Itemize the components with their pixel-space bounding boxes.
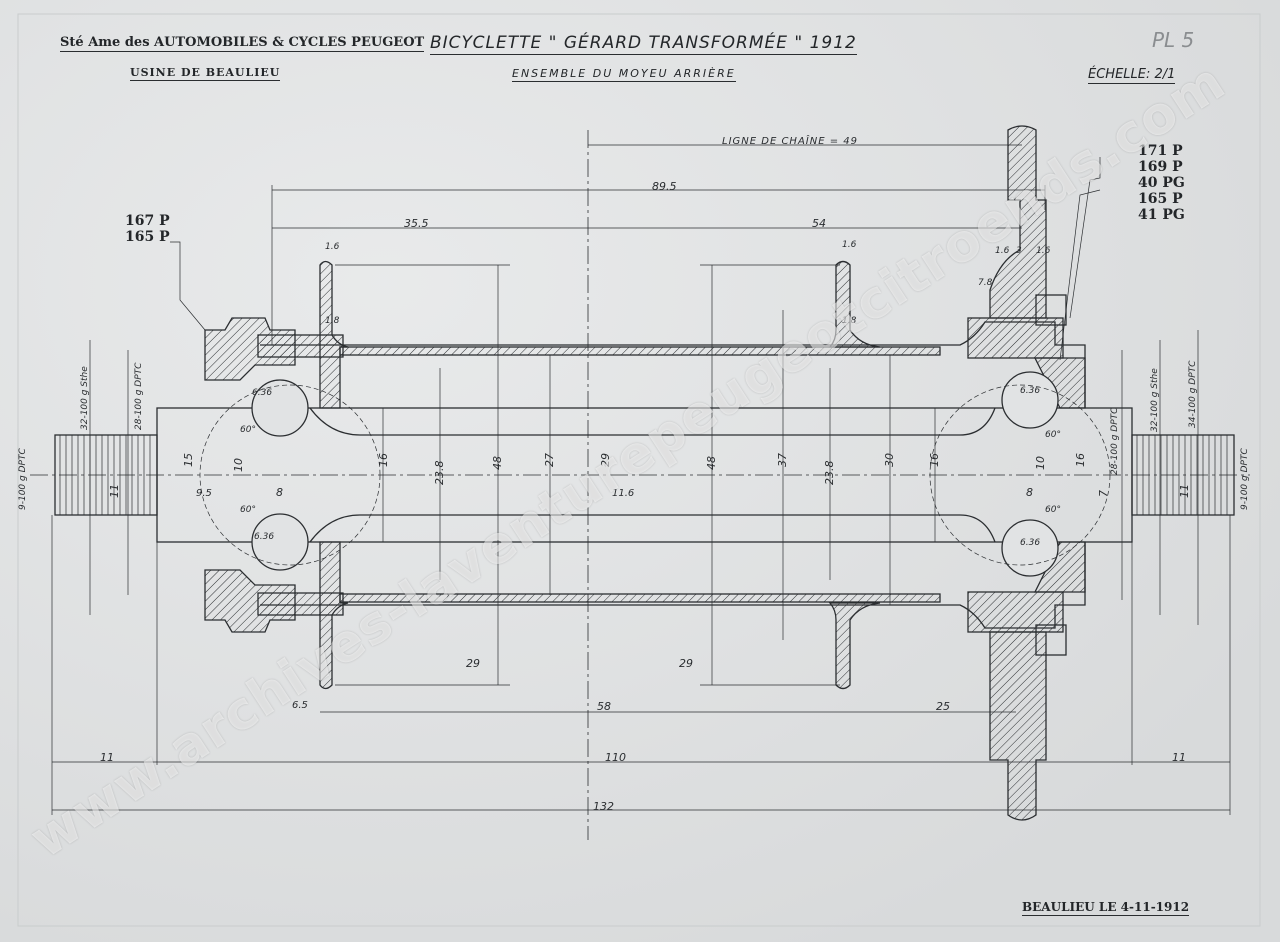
thread-spec: 9-100 g DPTC	[1240, 448, 1250, 510]
part-refs-right: 171 P 169 P 40 PG 165 P 41 PG	[1138, 143, 1185, 223]
ball-size: 6.36	[252, 388, 273, 398]
dim-10: 10	[1034, 456, 1047, 470]
sprocket-top	[989, 125, 1047, 319]
dim-1-6: 1.6	[995, 246, 1010, 256]
dim-58: 58	[597, 700, 611, 713]
dim-15: 15	[182, 453, 195, 467]
ball-right-top	[1001, 371, 1059, 429]
dim-3: 3	[1016, 246, 1022, 256]
dim-29: 29	[679, 657, 693, 670]
angle-label: 60°	[240, 505, 256, 515]
dim-7: 7	[1097, 490, 1110, 497]
dim-37: 37	[776, 453, 789, 467]
sheet-border	[17, 13, 1261, 927]
dim-16: 16	[928, 453, 941, 467]
cup-left-top	[204, 317, 296, 381]
ball-size: 6.36	[1020, 386, 1041, 396]
dim-110: 110	[605, 751, 626, 764]
ball-left-top	[251, 379, 309, 437]
thread-spec: 32-100 g Sthe	[80, 366, 90, 430]
part-ref: 171 P	[1138, 143, 1183, 159]
sheet-reference: PL 5	[1152, 28, 1195, 52]
dim-89-5: 89.5	[652, 180, 677, 193]
dim-1-8: 1.8	[325, 316, 340, 326]
dim-23-8: 23.8	[433, 460, 446, 486]
part-ref: 165 P	[125, 229, 170, 245]
dim-16: 16	[377, 453, 390, 467]
place-and-date: BEAULIEU LE 4-11-1912	[1022, 900, 1190, 916]
thread-spec: 32-100 g Sthe	[1150, 368, 1160, 432]
thread-spec: 28-100 g DPTC	[134, 362, 144, 430]
company-name: Sté Ame des AUTOMOBILES & CYCLES PEUGEOT	[60, 35, 425, 52]
part-ref: 165 P	[1138, 191, 1183, 207]
dim-9-5: 9.5	[196, 488, 212, 499]
dim-48: 48	[491, 456, 504, 470]
angle-label: 60°	[240, 425, 256, 435]
dim-11: 11	[1178, 484, 1191, 498]
dim-8: 8	[1026, 486, 1033, 499]
drawing-scale: ÉCHELLE: 2/1	[1088, 67, 1176, 84]
bore-bottom	[309, 514, 996, 543]
dim-1-6: 1.6	[842, 240, 857, 250]
thread-spec: 9-100 g DPTC	[18, 448, 28, 510]
dim-11: 11	[100, 751, 114, 764]
dim-1-8: 1.8	[842, 316, 857, 326]
dim-27: 27	[543, 453, 556, 467]
part-refs-left: 167 P 165 P	[125, 213, 170, 245]
bore-top	[309, 407, 996, 436]
angle-label: 60°	[1045, 430, 1061, 440]
dim-1-6: 1.6	[1036, 246, 1051, 256]
thread-spec: 28-100 g DPTC	[1110, 407, 1120, 475]
drawing-subtitle: ENSEMBLE DU MOYEU ARRIÈRE	[512, 67, 736, 82]
dim-132: 132	[593, 800, 614, 813]
ball-size: 6.36	[254, 532, 275, 542]
cup-right-bottom	[967, 591, 1064, 633]
sprocket-bottom	[989, 631, 1047, 821]
part-ref: 169 P	[1138, 159, 1183, 175]
sprocket-screw-bottom	[1035, 624, 1067, 656]
ball-circle-right	[929, 384, 1111, 566]
ball-right-bottom	[1001, 519, 1059, 577]
dim-6-5: 6.5	[292, 700, 308, 711]
dim-54: 54	[812, 217, 826, 230]
ball-circle-left	[199, 384, 381, 566]
cup-left-bottom	[204, 569, 296, 633]
ball-size: 6.36	[1020, 538, 1041, 548]
dim-10: 10	[232, 458, 245, 472]
dim-25: 25	[936, 700, 950, 713]
angle-label: 60°	[1045, 505, 1061, 515]
dim-48: 48	[705, 456, 718, 470]
dim-29: 29	[466, 657, 480, 670]
drawing-title: BICYCLETTE " GÉRARD TRANSFORMÉE " 1912	[430, 33, 857, 55]
axle	[156, 407, 1133, 543]
dim-8: 8	[276, 486, 283, 499]
dim-23-8: 23.8	[823, 460, 836, 486]
flange-right-bottom	[828, 602, 881, 690]
part-ref: 41 PG	[1138, 207, 1185, 223]
dim-1-6: 1.6	[325, 242, 340, 252]
thread-spec: 34-100 g DPTC	[1188, 360, 1198, 428]
dim-11: 11	[1172, 751, 1186, 764]
part-ref: 40 PG	[1138, 175, 1185, 191]
dim-11: 11	[108, 484, 121, 498]
factory-name: USINE DE BEAULIEU	[130, 66, 281, 81]
part-ref: 167 P	[125, 213, 170, 229]
dim-chain-line: LIGNE DE CHAÎNE = 49	[722, 136, 858, 147]
cup-right-top	[967, 317, 1064, 359]
thread-left-top	[257, 334, 344, 358]
flange-right-top	[828, 260, 881, 348]
thread-left-bottom	[257, 592, 344, 616]
dim-30: 30	[883, 453, 896, 467]
dim-35-5: 35.5	[404, 217, 429, 230]
dim-7-8: 7.8	[978, 278, 993, 288]
dim-16: 16	[1074, 453, 1087, 467]
ball-left-bottom	[251, 513, 309, 571]
dim-11-6: 11.6	[612, 488, 635, 499]
